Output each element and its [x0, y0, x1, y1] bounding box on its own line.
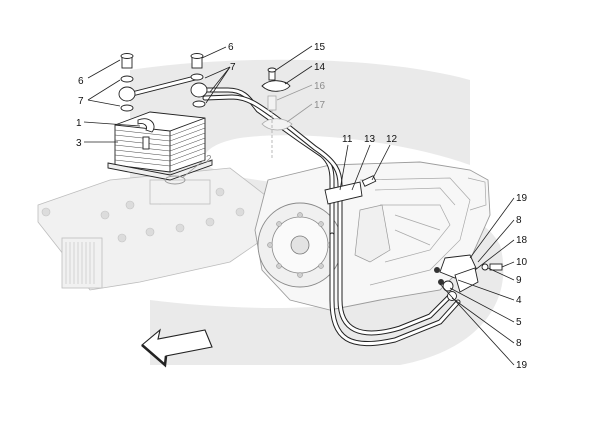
callout-18: 18	[516, 235, 528, 246]
callout-5: 5	[516, 317, 522, 328]
callout-4: 4	[516, 295, 522, 306]
o-ring	[164, 175, 186, 185]
callout-7-left: 7	[78, 96, 84, 107]
callout-17: 17	[314, 100, 326, 111]
callout-19-top: 19	[516, 193, 528, 204]
callout-9: 9	[516, 275, 522, 286]
pipe-bracket	[261, 67, 293, 160]
callout-1: 1	[76, 118, 82, 129]
transmission-housing	[254, 161, 491, 311]
callout-2: 2	[206, 154, 212, 165]
front-direction-arrow	[141, 328, 213, 368]
callout-10: 10	[516, 257, 528, 268]
callout-12: 12	[386, 134, 398, 145]
callout-8-bottom: 8	[516, 338, 522, 349]
callout-14: 14	[314, 62, 326, 73]
valve-body-ghost	[37, 167, 266, 291]
callout-labels: 6 6 7 7 1 3 2 15 14 16 17 11 13 12 19 8 …	[76, 42, 528, 371]
callout-16: 16	[314, 81, 326, 92]
cooler-pipe-top	[118, 53, 461, 347]
oil-cooler	[107, 111, 213, 181]
leader-lines	[83, 45, 515, 366]
callout-3: 3	[76, 138, 82, 149]
callout-11: 11	[342, 134, 353, 145]
callout-6-left: 6	[78, 76, 84, 87]
callout-15: 15	[314, 42, 326, 53]
callout-13: 13	[364, 134, 376, 145]
callout-8-top: 8	[516, 215, 522, 226]
callout-19-bottom: 19	[516, 360, 528, 371]
callout-7-right: 7	[230, 62, 236, 73]
callout-6-right: 6	[228, 42, 234, 53]
pipe-connector-block	[434, 254, 503, 301]
